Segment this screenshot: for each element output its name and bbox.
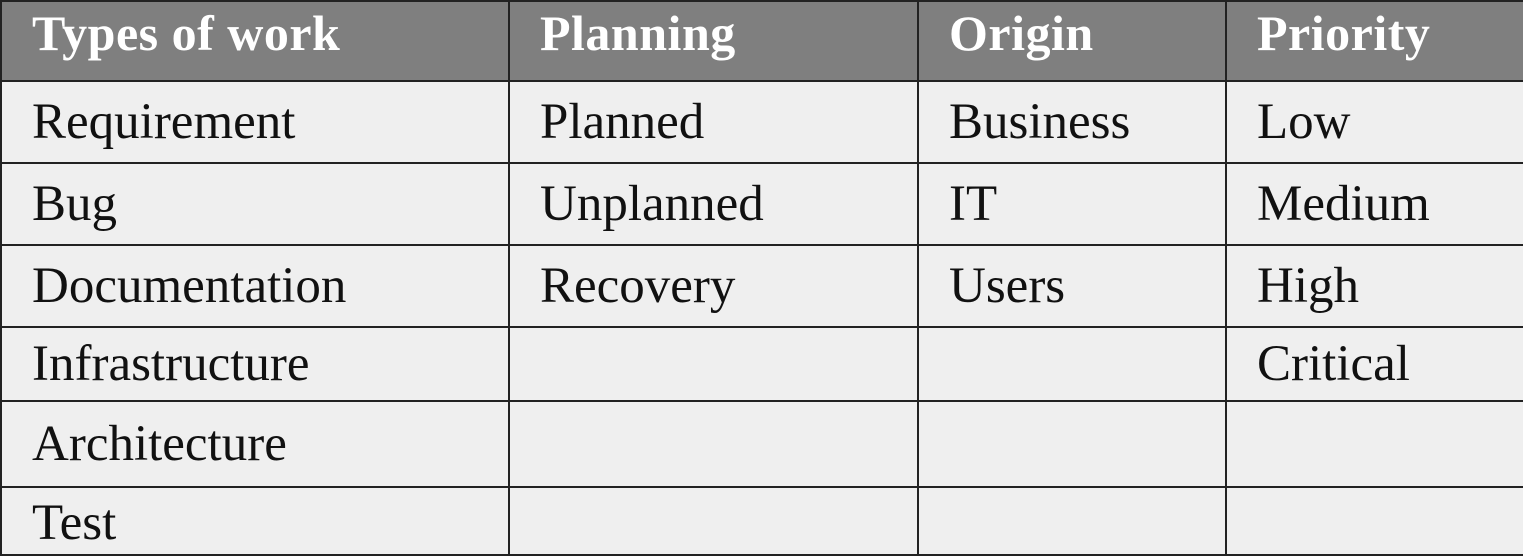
cell-priority: Medium — [1225, 161, 1523, 246]
cell-planning: Planned — [508, 80, 919, 164]
cell-types-of-work: Test — [0, 485, 510, 557]
cell-types-of-work: Documentation — [0, 243, 510, 328]
cell-origin — [917, 400, 1227, 488]
header-origin: Origin — [917, 0, 1227, 82]
cell-types-of-work: Architecture — [0, 400, 510, 488]
table-row: Documentation Recovery Users High — [0, 243, 1523, 328]
table-row: Test — [0, 485, 1523, 557]
table-row: Bug Unplanned IT Medium — [0, 161, 1523, 246]
header-row: Types of work Planning Origin Priority — [0, 0, 1523, 82]
cell-planning — [508, 400, 919, 488]
cell-origin: IT — [917, 161, 1227, 246]
cell-origin — [917, 485, 1227, 557]
table-row: Architecture — [0, 400, 1523, 488]
cell-types-of-work: Infrastructure — [0, 325, 510, 403]
table-row: Infrastructure Critical — [0, 325, 1523, 403]
header-types-of-work: Types of work — [0, 0, 510, 82]
cell-priority: Low — [1225, 80, 1523, 164]
cell-origin: Business — [917, 80, 1227, 164]
cell-priority: Critical — [1225, 325, 1523, 403]
table-row: Requirement Planned Business Low — [0, 80, 1523, 164]
cell-planning — [508, 325, 919, 403]
cell-priority: High — [1225, 243, 1523, 328]
cell-types-of-work: Bug — [0, 161, 510, 246]
cell-planning — [508, 485, 919, 557]
cell-planning: Unplanned — [508, 161, 919, 246]
header-planning: Planning — [508, 0, 919, 82]
header-priority: Priority — [1225, 0, 1523, 82]
cell-origin — [917, 325, 1227, 403]
cell-planning: Recovery — [508, 243, 919, 328]
cell-priority — [1225, 485, 1523, 557]
cell-priority — [1225, 400, 1523, 488]
cell-origin: Users — [917, 243, 1227, 328]
cell-types-of-work: Requirement — [0, 80, 510, 164]
